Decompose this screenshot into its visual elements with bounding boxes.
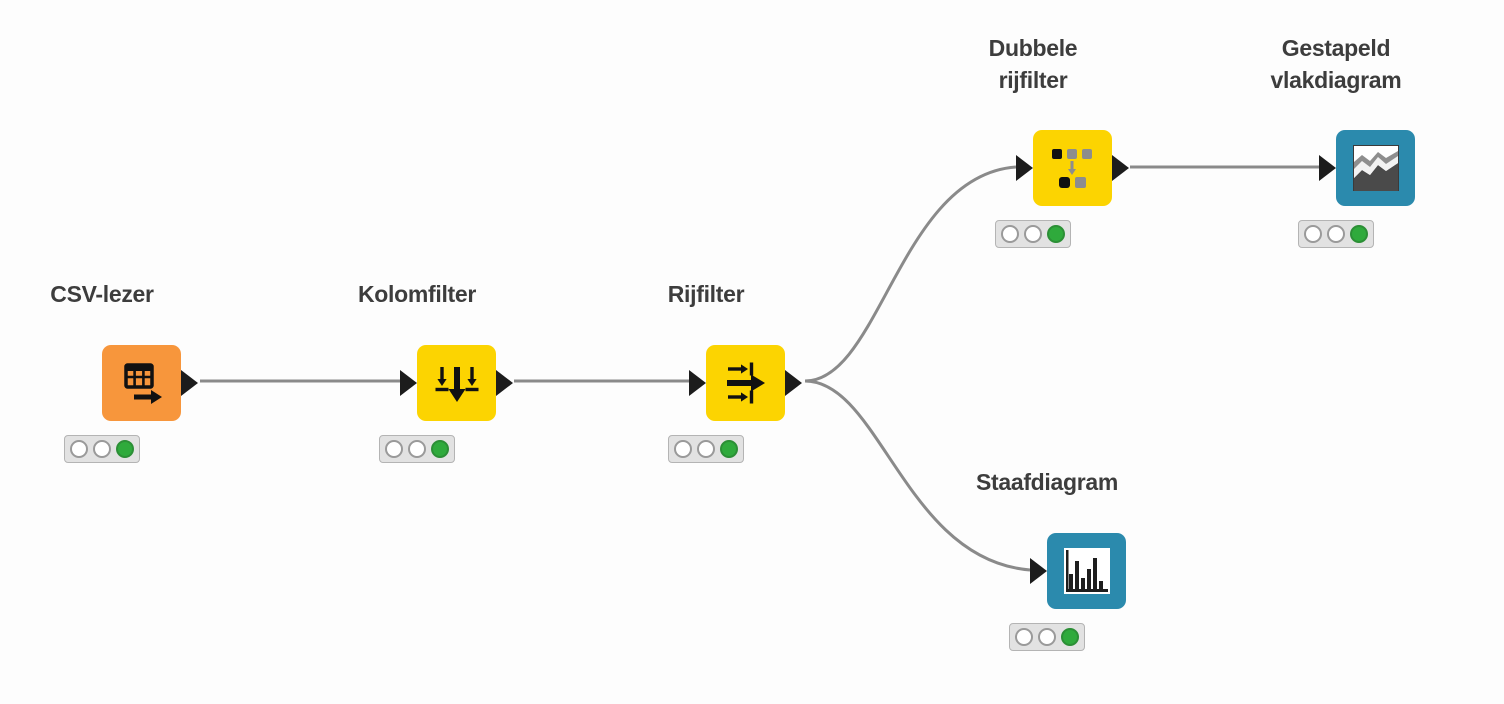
status-led-queued: [93, 440, 111, 458]
input-port-dubbele-rijfilter[interactable]: [1016, 155, 1033, 181]
node-body-csv-lezer[interactable]: [102, 345, 198, 421]
status-led-idle: [674, 440, 692, 458]
status-badge-kolomfilter: [379, 435, 455, 463]
status-led-executed: [1350, 225, 1368, 243]
csv-table-arrow-icon: [102, 345, 181, 421]
status-badge-gestapeld-vlakdiagram: [1298, 220, 1374, 248]
status-led-queued: [408, 440, 426, 458]
status-led-idle: [385, 440, 403, 458]
node-label-csv-lezer: CSV-lezer: [50, 281, 154, 307]
node-label-staafdiagram: Staafdiagram: [975, 469, 1119, 495]
status-led-executed: [431, 440, 449, 458]
status-led-executed: [1047, 225, 1065, 243]
input-port-kolomfilter[interactable]: [400, 370, 417, 396]
status-led-queued: [1327, 225, 1345, 243]
node-label-kolomfilter: Kolomfilter: [357, 281, 477, 307]
node-body-staafdiagram[interactable]: [1030, 533, 1126, 609]
input-port-gestapeld-vlakdiagram[interactable]: [1319, 155, 1336, 181]
input-port-rijfilter[interactable]: [689, 370, 706, 396]
input-port-staafdiagram[interactable]: [1030, 558, 1047, 584]
node-body-gestapeld-vlakdiagram[interactable]: [1319, 130, 1415, 206]
status-badge-dubbele-rijfilter: [995, 220, 1071, 248]
status-led-idle: [1001, 225, 1019, 243]
status-led-executed: [1061, 628, 1079, 646]
status-led-queued: [697, 440, 715, 458]
status-badge-staafdiagram: [1009, 623, 1085, 651]
status-led-executed: [116, 440, 134, 458]
output-port-dubbele-rijfilter[interactable]: [1112, 155, 1129, 181]
stacked-area-chart-icon: [1336, 130, 1415, 206]
status-badge-csv-lezer: [64, 435, 140, 463]
edge-rijfilter-to-dubbele-rijfilter[interactable]: [804, 165, 1017, 383]
node-label-gestapeld-vlakdiagram: Gestapeld vlakdiagram: [1270, 35, 1402, 93]
node-label-dubbele-rijfilter: Dubbele rijfilter: [988, 35, 1078, 93]
output-port-kolomfilter[interactable]: [496, 370, 513, 396]
duplicate-row-filter-icon: [1033, 130, 1112, 206]
status-led-idle: [70, 440, 88, 458]
node-body-dubbele-rijfilter[interactable]: [1016, 130, 1129, 206]
row-filter-icon: [706, 345, 785, 421]
bar-chart-icon: [1047, 533, 1126, 609]
status-led-queued: [1038, 628, 1056, 646]
status-led-idle: [1304, 225, 1322, 243]
node-body-kolomfilter[interactable]: [400, 345, 513, 421]
status-led-queued: [1024, 225, 1042, 243]
node-label-rijfilter: Rijfilter: [667, 281, 745, 307]
output-port-csv-lezer[interactable]: [181, 370, 198, 396]
status-badge-rijfilter: [668, 435, 744, 463]
output-port-rijfilter[interactable]: [785, 370, 802, 396]
status-led-idle: [1015, 628, 1033, 646]
column-filter-icon: [417, 345, 496, 421]
node-body-rijfilter[interactable]: [689, 345, 802, 421]
status-led-executed: [720, 440, 738, 458]
